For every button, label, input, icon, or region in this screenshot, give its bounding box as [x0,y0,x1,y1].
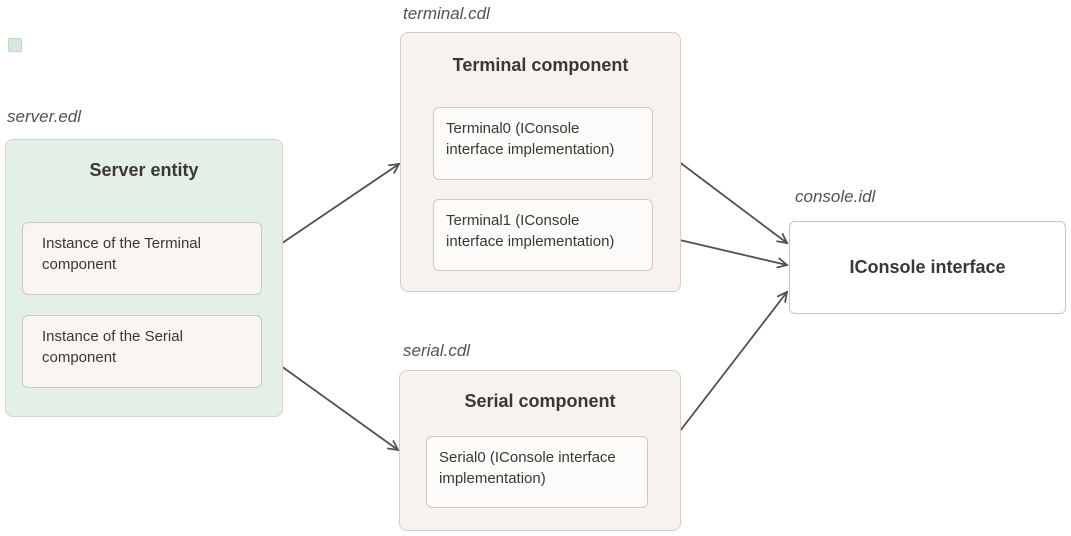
instance-terminal-component-box: Instance of the Terminal component [22,222,262,295]
green-square-mark [8,38,22,52]
iconsole-interface-title: IConsole interface [849,257,1006,277]
server-entity-box: Server entity Instance of the Terminal c… [5,139,283,417]
file-label-server-edl: server.edl [7,107,82,126]
serial-component-box: Serial component Serial0 (IConsole inter… [399,370,681,531]
file-label-serial-cdl: serial.cdl [403,341,471,360]
file-label-console-idl: console.idl [795,187,876,206]
terminal1-box: Terminal1 (IConsole interface implementa… [433,199,653,271]
instance-serial-component-box: Instance of the Serial component [22,315,262,388]
terminal-component-title: Terminal component [452,55,629,75]
serial0-box: Serial0 (IConsole interface implementati… [426,436,648,508]
arrow-instance-terminal-to-terminal-component [262,162,401,257]
terminal-component-box: Terminal component Terminal0 (IConsole i… [400,32,681,292]
file-label-terminal-cdl: terminal.cdl [403,4,490,23]
arrow-instance-serial-to-serial-component [262,352,400,452]
server-entity-title: Server entity [89,160,199,180]
iconsole-interface-box: IConsole interface [789,221,1066,314]
terminal0-box: Terminal0 (IConsole interface implementa… [433,107,653,180]
serial-component-title: Serial component [464,391,616,411]
